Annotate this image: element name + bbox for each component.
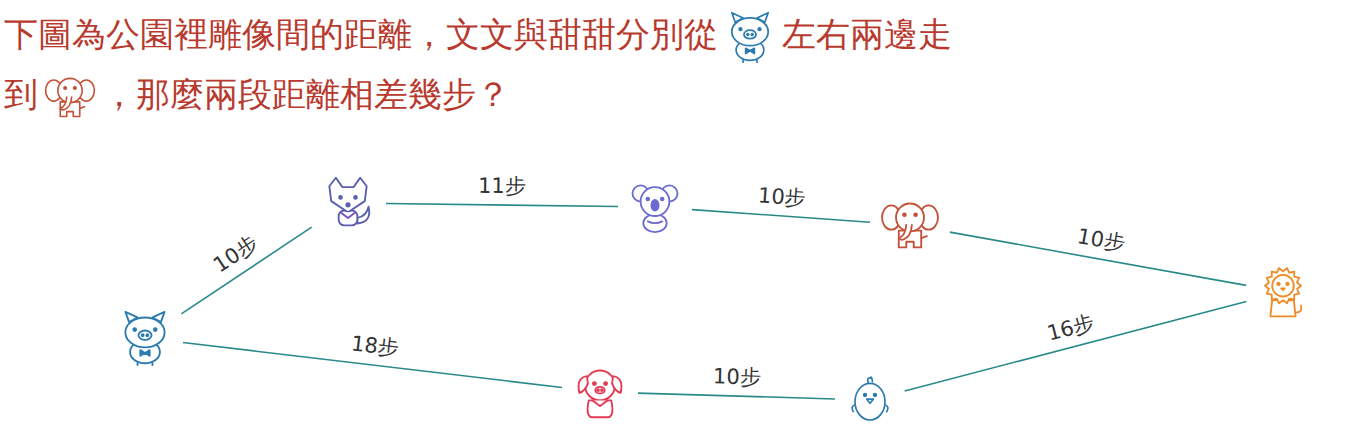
statue-icon <box>320 174 376 232</box>
elephant-statue <box>880 197 940 253</box>
step-count: 11步 <box>475 173 529 199</box>
step-count: 10步 <box>755 183 810 212</box>
path-line <box>905 302 1247 391</box>
path-line <box>181 227 311 314</box>
pig-statue <box>117 308 173 368</box>
path-line <box>692 210 870 223</box>
statue-icon <box>845 374 895 426</box>
step-count: 10步 <box>710 364 764 391</box>
dog-statue <box>572 362 628 422</box>
statue-icon <box>880 197 940 253</box>
statue-icon <box>1256 263 1310 321</box>
statue-icon <box>44 70 96 124</box>
statue-icon <box>572 362 628 422</box>
fox-statue <box>320 174 376 232</box>
inline-statue-icon <box>718 20 782 54</box>
chick-statue <box>845 374 895 426</box>
inline-statue-icon <box>38 80 102 114</box>
statue-icon <box>628 179 682 235</box>
koala-statue <box>628 179 682 235</box>
path-line <box>386 203 618 206</box>
question-title: 下圖為公園裡雕像間的距離，文文與甜甜分別從 左右兩邊走到 ，那麼兩段距離相差幾步… <box>4 4 972 124</box>
step-count: 18步 <box>347 331 403 362</box>
statue-icon <box>724 10 776 64</box>
lion-statue <box>1256 263 1310 321</box>
statue-icon <box>117 308 173 368</box>
step-count: 10步 <box>207 230 266 281</box>
step-count: 10步 <box>1073 223 1130 257</box>
path-line <box>638 393 835 399</box>
